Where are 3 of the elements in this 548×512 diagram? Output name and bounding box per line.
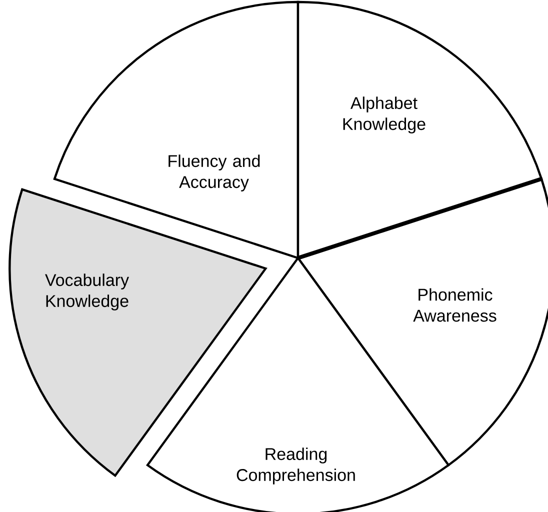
pie-slice: Fluency and Accuracy	[53, 0, 300, 260]
pie-slice: Alphabet Knowledge	[296, 0, 543, 260]
node-label: Alphabet Knowledge	[343, 96, 426, 134]
